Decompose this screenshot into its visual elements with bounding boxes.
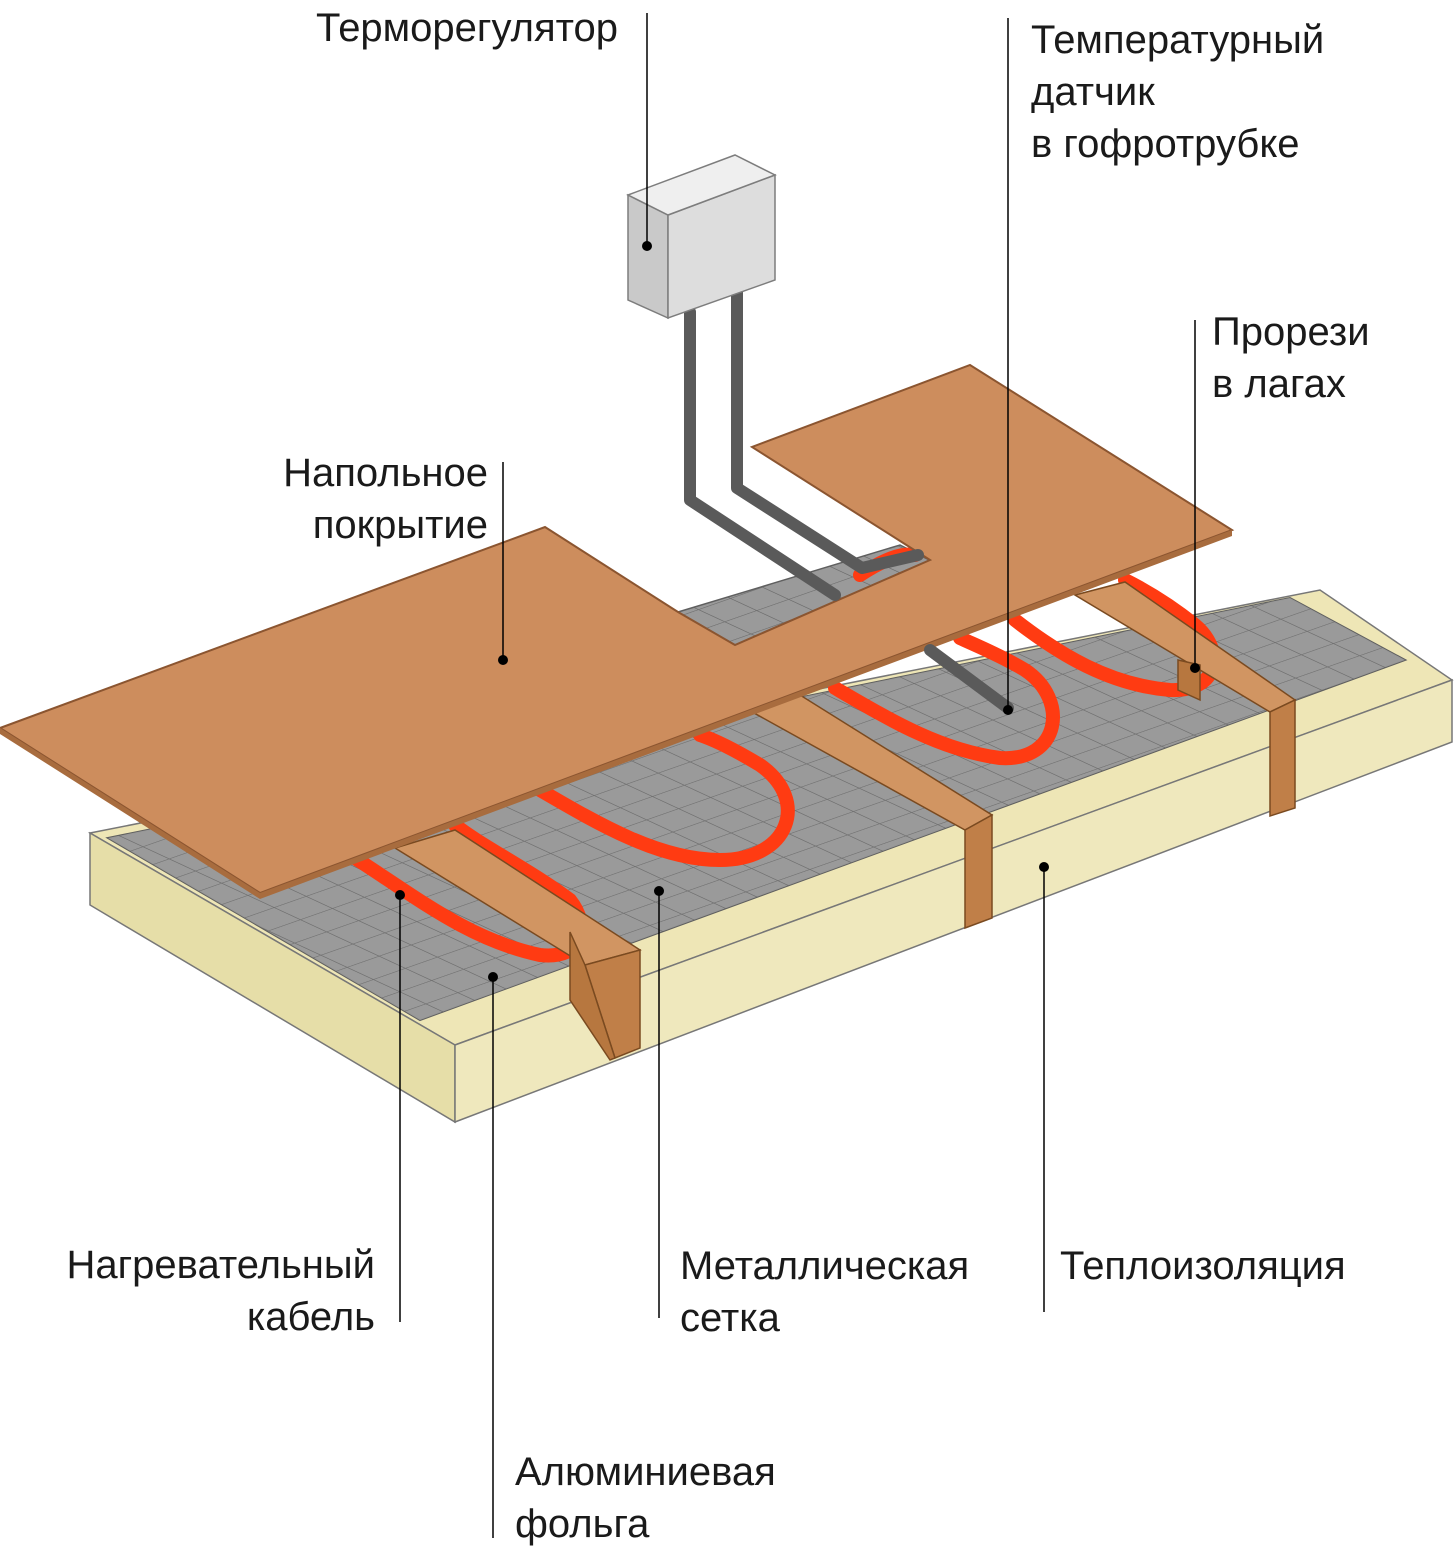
cable-loop-4 [1008,573,1221,698]
label-mesh-line-1: Металлическая [680,1244,970,1288]
dot-slots [1190,663,1200,673]
conduit-right [731,286,924,574]
insulation-front-side [454,678,1453,1124]
joists [393,581,1297,1061]
conduits [684,286,1014,714]
label-floor-line-2: покрытие [312,503,488,547]
label-cable-line-1: Нагревательный [66,1243,375,1287]
cable-loop-3 [828,631,1060,766]
label-aluminium-foil: Алюминиевая фольга [515,1446,776,1550]
sensor-conduit [924,644,1014,714]
label-sensor-line-2: датчик [1031,70,1155,114]
label-slots-line-1: Прорези [1212,310,1370,354]
dot-mesh [654,886,664,896]
thermostat-box-icon [626,154,777,320]
label-heating-cable: Нагревательный кабель [20,1239,375,1343]
joist-middle-front [964,813,993,930]
dot-floor [498,655,508,665]
label-temperature-sensor: Температурный датчик в гофротрубке [1031,14,1324,170]
dot-sensor [1003,705,1013,715]
dot-thermostat [642,241,652,251]
dot-insulation [1039,862,1049,872]
label-mesh-line-2: сетка [680,1296,780,1340]
label-insulation: Теплоизоляция [1060,1240,1346,1292]
label-floor-covering: Напольное покрытие [150,447,488,551]
conduit-left [684,306,841,601]
label-sensor-line-1: Температурный [1031,18,1325,62]
dot-foil [488,972,498,982]
floor-covering [0,363,1235,899]
joist-left-side [569,931,616,1061]
leader-lines [399,13,1196,1538]
label-thermostat-line-1: Терморегулятор [316,6,618,50]
label-floor-line-1: Напольное [283,451,488,495]
label-foil-line-1: Алюминиевая [515,1450,776,1494]
label-foil-line-2: фольга [515,1502,650,1546]
cable-loop-2 [533,728,795,868]
label-thermostat: Терморегулятор [230,2,618,54]
thermostat-front [627,193,669,320]
label-slots-line-2: в лагах [1212,362,1346,406]
label-metal-mesh: Металлическая сетка [680,1240,969,1344]
label-insulation-line-1: Теплоизоляция [1060,1244,1346,1288]
joist-right-front [1269,698,1296,818]
label-sensor-line-3: в гофротрубке [1031,122,1300,166]
label-cable-line-2: кабель [246,1295,375,1339]
heating-cable [348,547,1221,963]
label-joist-slots: Прорези в лагах [1212,306,1370,410]
thermostat-top [626,154,777,216]
leader-dots [395,241,1200,982]
dot-cable [395,890,405,900]
